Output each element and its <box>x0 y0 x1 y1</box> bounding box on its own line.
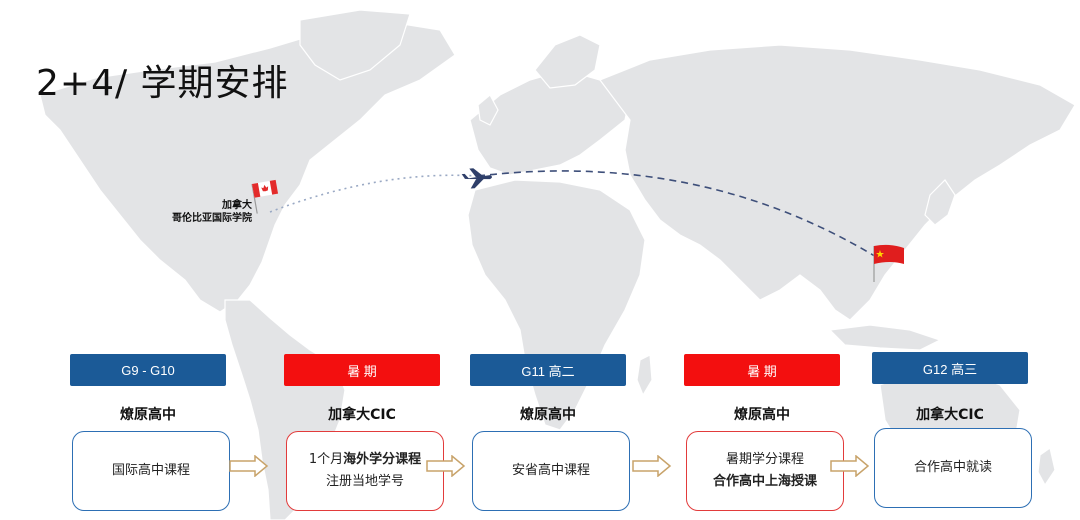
step-badge: G12 高三 <box>872 352 1028 384</box>
asia-shape <box>599 44 1076 321</box>
airplane-icon <box>461 168 492 189</box>
africa-shape <box>467 179 646 431</box>
step-card-line: 注册当地学号 <box>325 474 404 489</box>
step-card-line: 安省高中课程 <box>511 463 590 478</box>
step-card-line: 合作高中就读 <box>913 460 992 475</box>
indonesia-shape <box>828 324 942 351</box>
step-badge: G9 - G10 <box>70 354 226 386</box>
canada-flag <box>251 179 279 214</box>
uk-shape <box>477 94 499 126</box>
step-school: 燎原高中 <box>520 407 576 423</box>
step-school: 燎原高中 <box>734 407 790 423</box>
flight-path-china <box>477 170 879 259</box>
step-card-line: 1个月海外学分课程 <box>309 449 421 471</box>
step-school: 加拿大CIC <box>328 407 396 423</box>
step-school: 加拿大CIC <box>916 407 984 423</box>
step-badge: G11 高二 <box>470 354 626 386</box>
step-card: 国际高中课程 <box>72 431 230 511</box>
arrow-right-icon <box>426 455 466 477</box>
step-card-line: 暑期学分课程 <box>725 452 804 467</box>
step-card-text: 1个月 <box>308 452 344 467</box>
step-badge: 暑 期 <box>284 354 440 386</box>
arrow-right-icon <box>632 455 672 477</box>
page-title: 2+4/ 学期安排 <box>36 63 289 104</box>
step-card: 合作高中就读 <box>874 428 1032 508</box>
new-zealand-shape <box>1037 446 1056 487</box>
china-flag <box>873 244 904 282</box>
canada-location-label: 加拿大 哥伦比亚国际学院 <box>150 199 252 225</box>
japan-shape <box>924 179 956 226</box>
step-card: 1个月海外学分课程注册当地学号 <box>286 431 444 511</box>
greenland-shape <box>299 9 411 81</box>
step-card: 暑期学分课程合作高中上海授课 <box>686 431 844 511</box>
school-label: 哥伦比亚国际学院 <box>172 213 252 224</box>
madagascar-shape <box>636 354 653 397</box>
arrow-right-icon <box>229 455 269 477</box>
step-card-line: 国际高中课程 <box>111 463 190 478</box>
step-card-line: 合作高中上海授课 <box>712 474 817 489</box>
arrow-right-icon <box>830 455 870 477</box>
step-badge: 暑 期 <box>684 354 840 386</box>
scandinavia-shape <box>534 34 601 89</box>
step-card: 安省高中课程 <box>472 431 630 511</box>
step-card-text: 海外学分课程 <box>343 452 422 467</box>
step-school: 燎原高中 <box>120 407 176 423</box>
canada-label: 加拿大 <box>222 200 252 211</box>
